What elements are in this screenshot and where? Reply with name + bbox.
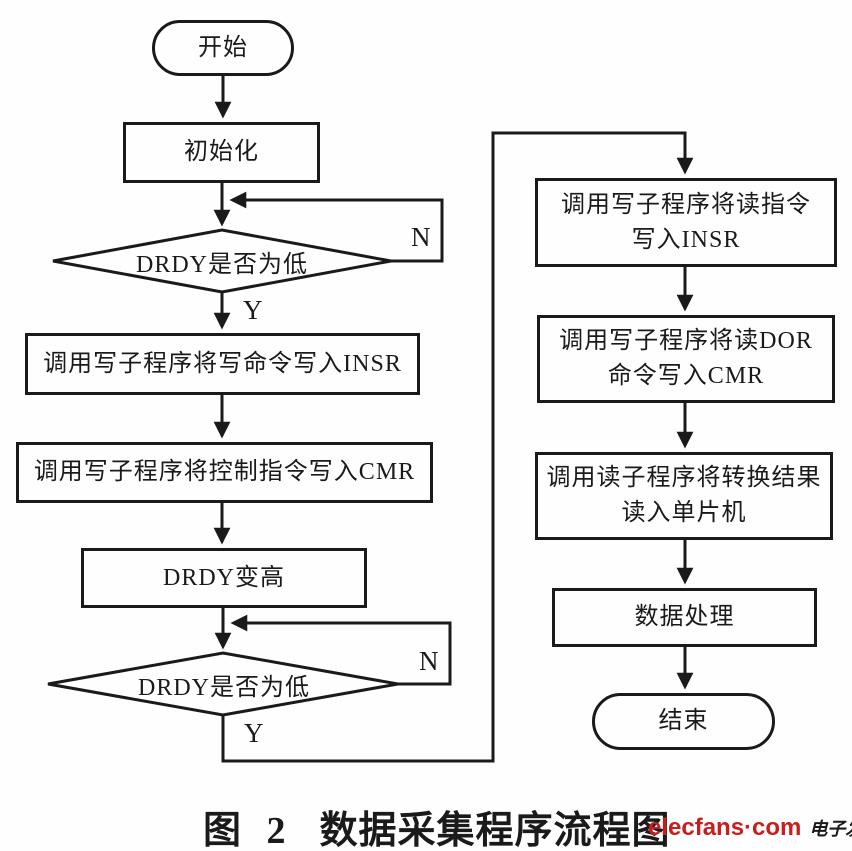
read-result-node: 调用读子程序将转换结果 读入单片机 bbox=[535, 452, 833, 540]
end-node: 结束 bbox=[592, 693, 775, 750]
data-process-label: 数据处理 bbox=[634, 604, 735, 631]
read-cmd-insr-line1: 调用写子程序将读指令 bbox=[561, 191, 811, 218]
read-dor-line2: 命令写入CMR bbox=[607, 363, 765, 389]
read-dor-node: 调用写子程序将读DOR 命令写入CMR bbox=[537, 315, 835, 403]
figure-number: 图 2 bbox=[203, 810, 294, 851]
write-cmr-label: 调用写子程序将控制指令写入CMR bbox=[33, 459, 416, 486]
elecfans-brand-text: 电子发烧友 bbox=[809, 819, 852, 839]
read-cmd-insr-line2: 写入INSR bbox=[631, 226, 741, 253]
decision1-diamond bbox=[52, 228, 392, 294]
start-node: 开始 bbox=[152, 20, 294, 76]
decision2-yes-label: Y bbox=[244, 718, 264, 748]
figure-caption: 图 2 数据采集程序流程图 bbox=[203, 799, 671, 851]
elecfans-logo: elecfans·com bbox=[648, 814, 802, 841]
init-node: 初始化 bbox=[123, 122, 320, 183]
read-dor-line1: 调用写子程序将读DOR bbox=[559, 328, 813, 355]
write-insr-node: 调用写子程序将写命令写入INSR bbox=[25, 333, 420, 395]
read-result-line1: 调用读子程序将转换结果 bbox=[546, 465, 822, 492]
read-result-line2: 读入单片机 bbox=[621, 500, 747, 526]
decision2-label: DRDY是否为低 bbox=[137, 675, 310, 701]
watermark: elecfans·com 电子发烧友 bbox=[648, 814, 852, 842]
init-label: 初始化 bbox=[184, 139, 259, 166]
data-process-node: 数据处理 bbox=[552, 588, 817, 647]
decision1-no-label: N bbox=[411, 222, 431, 252]
write-insr-label: 调用写子程序将写命令写入INSR bbox=[43, 350, 402, 377]
decision1-label: DRDY是否为低 bbox=[135, 252, 308, 278]
decision1-yes-label: Y bbox=[243, 295, 263, 325]
figure-title: 数据采集程序流程图 bbox=[319, 810, 671, 851]
drdy-high-label: DRDY变高 bbox=[162, 564, 285, 591]
decision2-no-label: N bbox=[419, 646, 439, 676]
read-cmd-insr-node: 调用写子程序将读指令 写入INSR bbox=[535, 178, 837, 267]
drdy-high-node: DRDY变高 bbox=[81, 548, 367, 608]
write-cmr-node: 调用写子程序将控制指令写入CMR bbox=[16, 442, 433, 503]
start-label: 开始 bbox=[198, 34, 248, 61]
end-label: 结束 bbox=[658, 708, 709, 735]
decision2-diamond bbox=[47, 651, 399, 717]
